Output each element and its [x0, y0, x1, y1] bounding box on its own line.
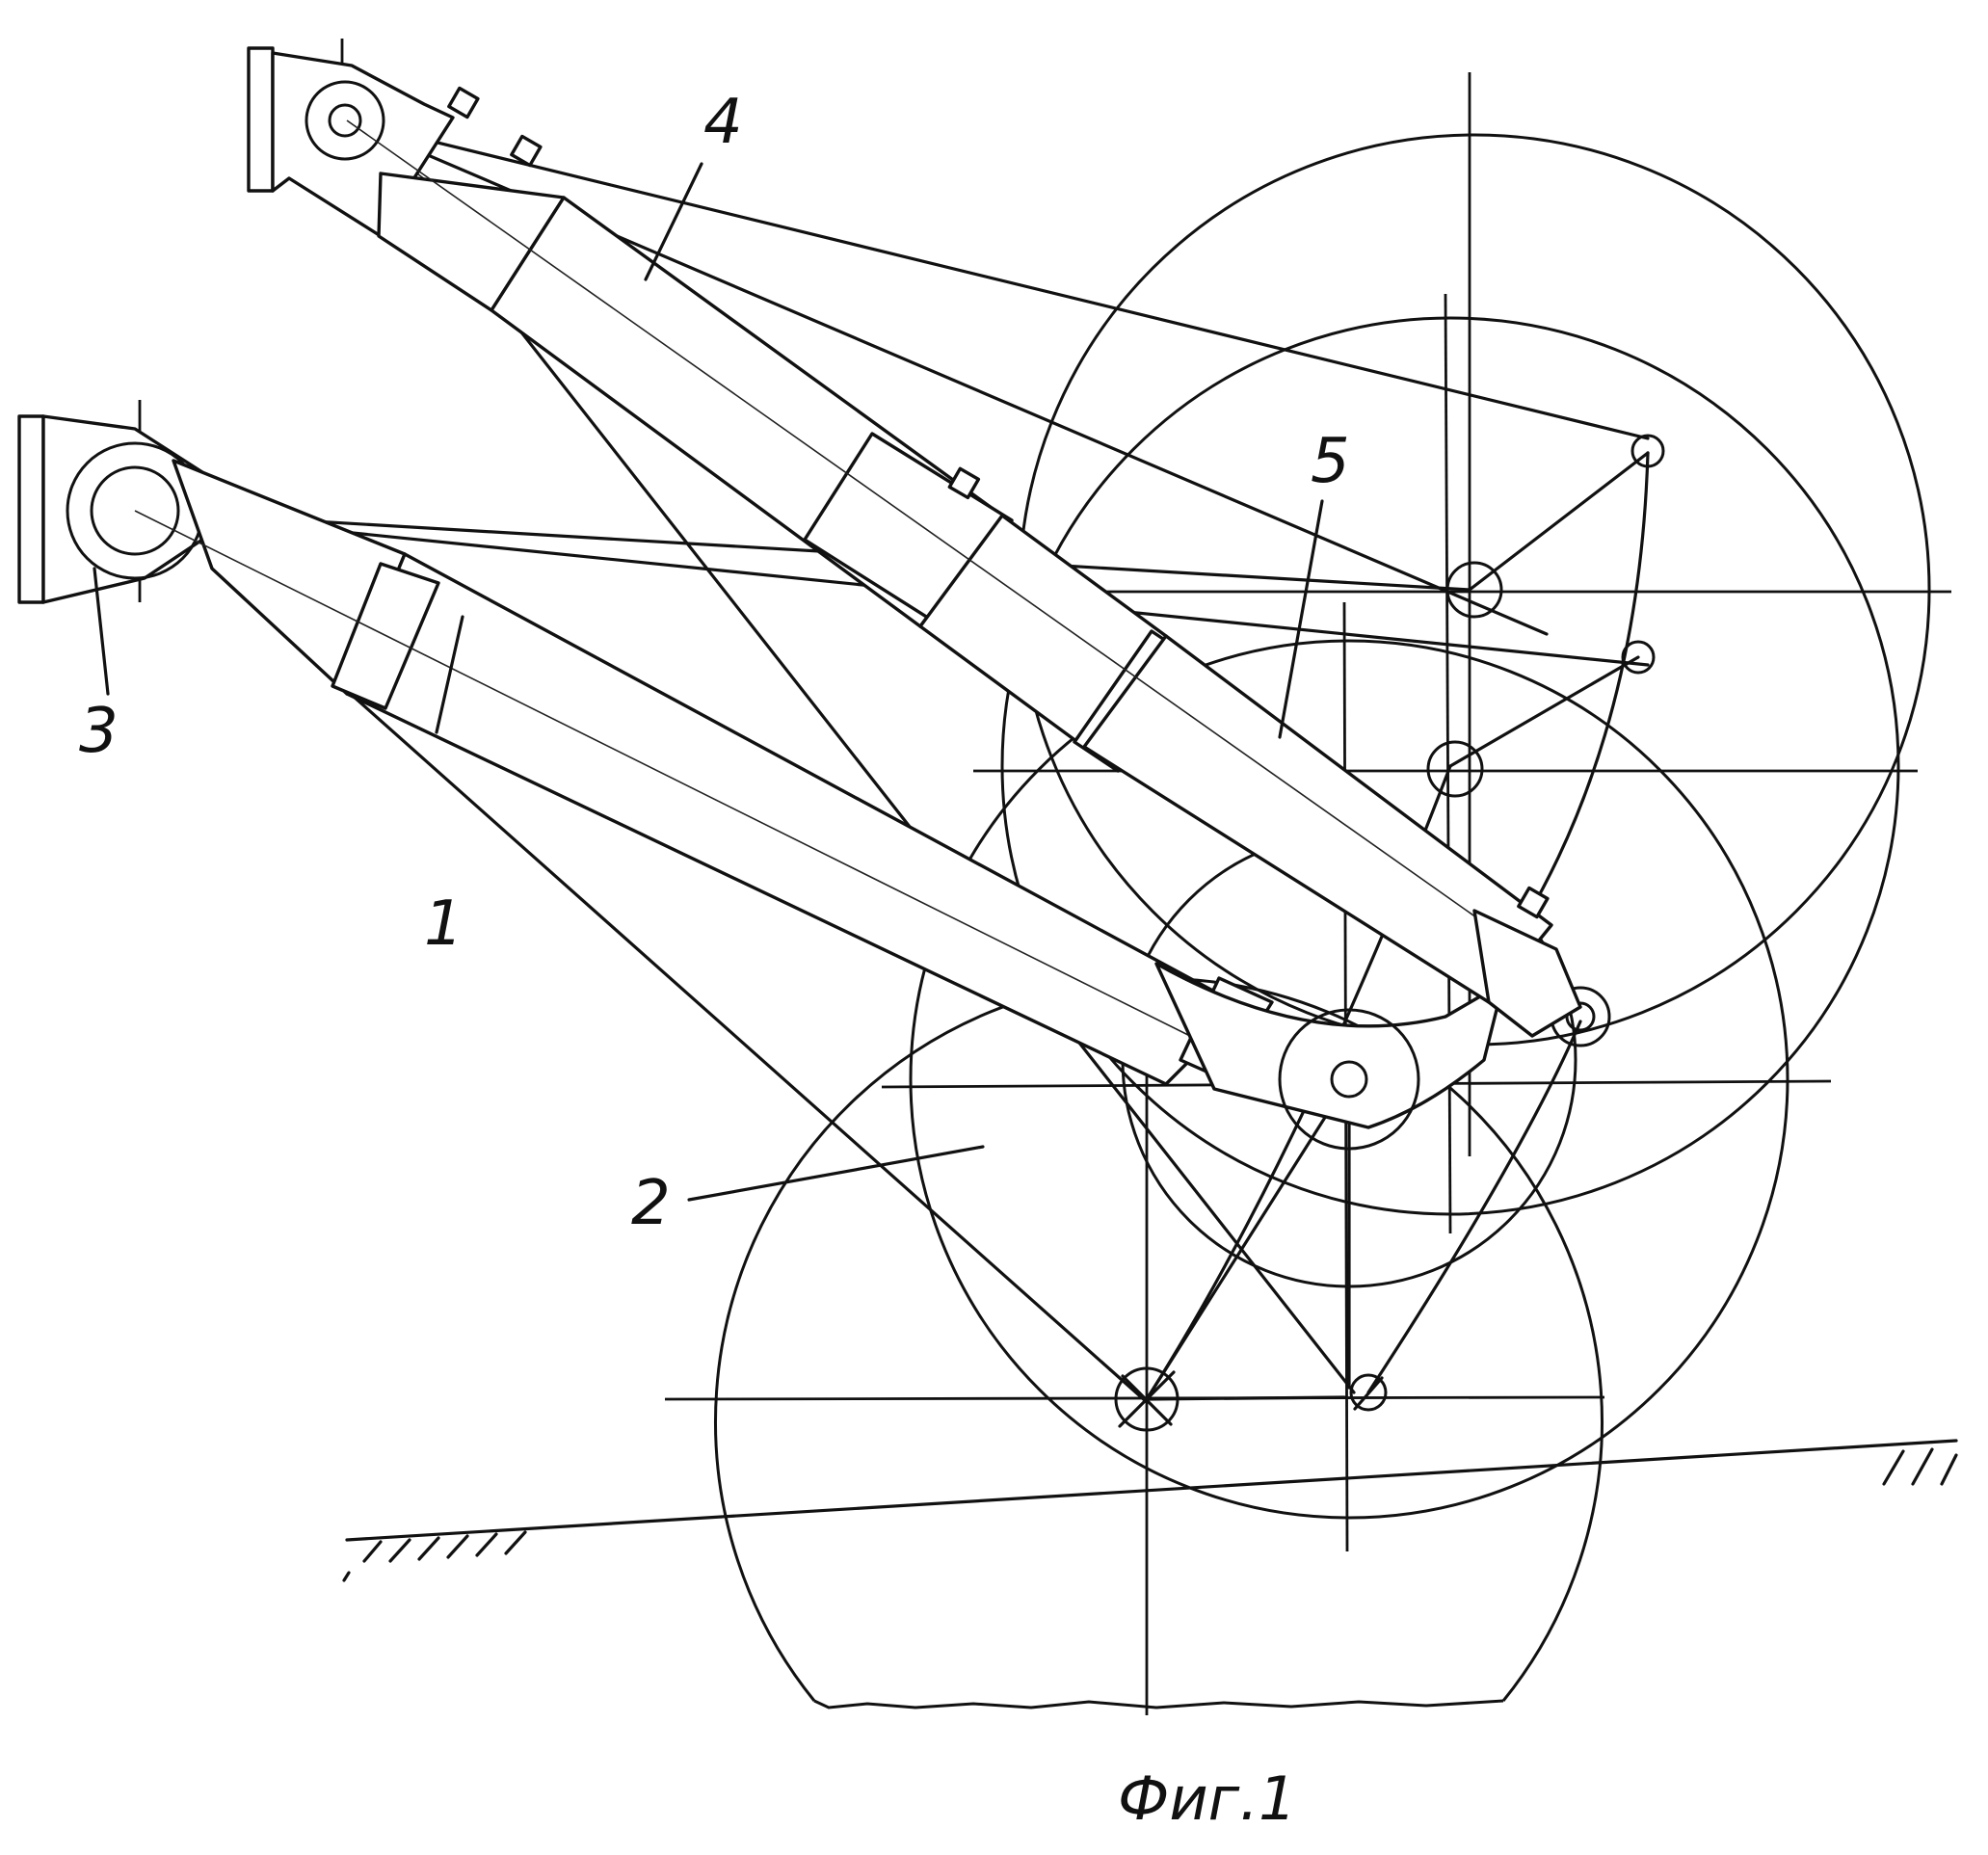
- pivot-b: [1428, 742, 1482, 796]
- label-1: 1: [424, 888, 464, 960]
- label-4: 4: [703, 87, 743, 158]
- label-3: 3: [79, 696, 119, 767]
- construction-lines: [135, 120, 1648, 1402]
- label-5: 5: [1311, 426, 1350, 497]
- circle-lower-left-bottom: [814, 1701, 1503, 1708]
- figure-caption: Фиг.1: [1118, 1763, 1296, 1834]
- ground: [344, 1441, 1956, 1580]
- label-2: 2: [631, 1168, 671, 1239]
